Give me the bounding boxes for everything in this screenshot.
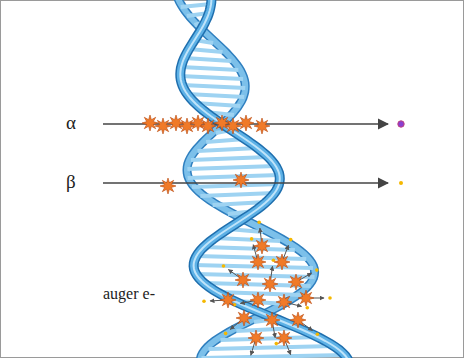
auger-electron xyxy=(328,296,332,300)
auger-electron xyxy=(275,342,279,346)
base-pair xyxy=(182,85,245,88)
ionization-star xyxy=(142,115,158,131)
auger-electron xyxy=(224,332,228,336)
ionization-star xyxy=(254,238,270,254)
auger-label: auger e- xyxy=(103,286,155,302)
ionization-star xyxy=(225,118,241,134)
alpha-particle xyxy=(398,121,404,127)
ionization-star xyxy=(235,272,251,288)
auger-electron xyxy=(272,258,276,262)
base-pair xyxy=(198,148,258,151)
ionization-star xyxy=(160,178,176,194)
beta-particle xyxy=(399,181,403,185)
auger-electron xyxy=(257,220,261,224)
ionization-star xyxy=(250,292,266,308)
ionization-star xyxy=(200,118,216,134)
auger-electron xyxy=(222,264,226,268)
auger-electron xyxy=(250,237,254,241)
ionization-star xyxy=(220,292,236,308)
ionization-star xyxy=(250,254,266,270)
base-pair xyxy=(204,247,295,250)
ionization-star xyxy=(214,115,230,131)
alpha-label: α xyxy=(66,113,76,132)
ionization-star xyxy=(155,118,171,134)
ionization-star xyxy=(248,330,264,346)
ionization-star xyxy=(236,310,252,326)
base-pair xyxy=(202,355,345,358)
auger-electron xyxy=(316,332,320,336)
ionization-events xyxy=(142,115,332,358)
auger-electron xyxy=(315,268,319,272)
ionization-star xyxy=(264,312,280,328)
ionization-star xyxy=(238,115,254,131)
base-pair xyxy=(180,76,243,79)
base-pair xyxy=(187,166,275,169)
ionization-star xyxy=(298,290,314,306)
ionization-star xyxy=(274,254,290,270)
base-pair xyxy=(181,67,238,70)
front-strand-highlight xyxy=(180,0,349,358)
base-pair xyxy=(196,256,306,259)
ionization-star xyxy=(168,115,184,131)
base-pair xyxy=(188,175,280,178)
front-strand-edge xyxy=(180,0,349,358)
ionization-star xyxy=(262,276,278,292)
ionization-star xyxy=(288,274,304,290)
dna-helix xyxy=(175,0,350,358)
base-pair xyxy=(200,193,274,196)
front-strand xyxy=(180,0,349,358)
base-pair xyxy=(191,157,268,160)
ionization-star xyxy=(276,330,292,346)
ionization-star xyxy=(290,312,306,328)
auger-electron xyxy=(289,238,293,242)
base-pair xyxy=(184,58,231,61)
ionization-star xyxy=(233,172,249,188)
base-pair xyxy=(215,238,281,241)
ionization-star xyxy=(179,118,195,134)
base-pair xyxy=(209,346,334,349)
ionization-star xyxy=(276,294,292,310)
base-pair xyxy=(221,337,318,340)
ionization-star xyxy=(254,118,270,134)
beta-label: β xyxy=(66,172,76,191)
auger-electron xyxy=(202,299,206,303)
